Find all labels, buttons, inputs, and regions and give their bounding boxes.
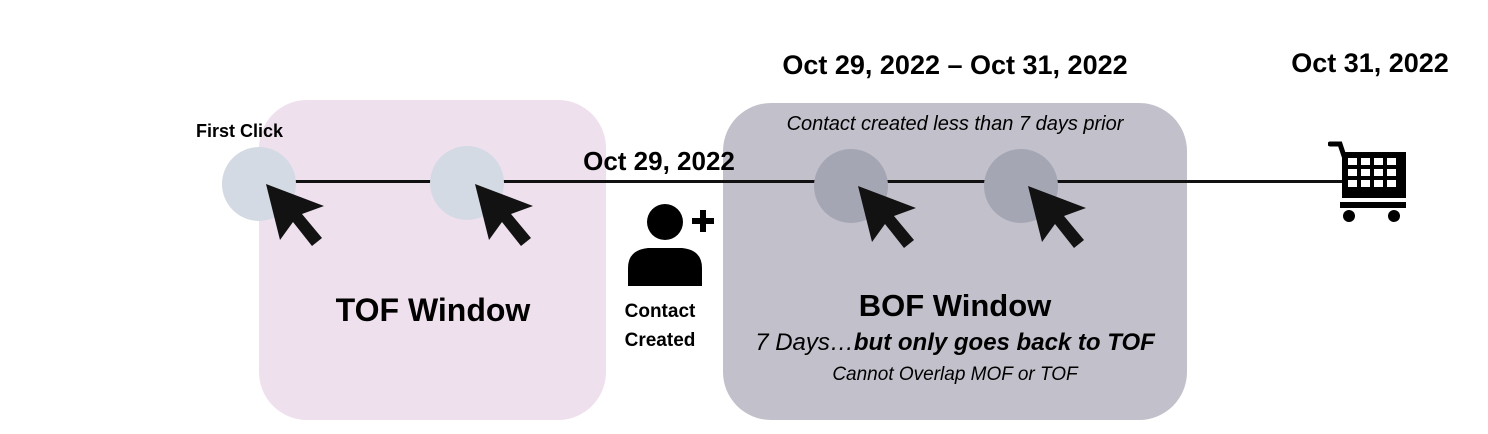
purchase-date: Oct 31, 2022 (1291, 48, 1449, 78)
add-user-icon (628, 204, 714, 286)
bof-window (723, 103, 1187, 420)
contact-created-label: Contact Created (610, 297, 710, 355)
cursor-icon (858, 186, 916, 248)
cursor-icon (1028, 186, 1086, 248)
contact-label-line1: Contact (624, 301, 696, 322)
bof-window-caption: Cannot Overlap MOF or TOF (832, 364, 1078, 385)
tof-window-label: TOF Window (335, 292, 531, 328)
bof-subtitle-bold: but only goes back to TOF (853, 329, 1155, 356)
contact-label-line2: Created (624, 330, 696, 351)
tof-window (259, 100, 606, 420)
cursor-icon (475, 184, 533, 246)
bof-note: Contact created less than 7 days prior (786, 113, 1124, 135)
shopping-cart-icon (1328, 141, 1406, 222)
bof-window-subtitle: 7 Days…but only goes back to TOF (730, 329, 1180, 357)
bof-date-range: Oct 29, 2022 – Oct 31, 2022 (782, 50, 1128, 80)
cursor-icon (266, 184, 324, 246)
bof-window-title: BOF Window (858, 288, 1052, 323)
first-click-label: First Click (196, 121, 284, 141)
contact-created-date: Oct 29, 2022 (583, 146, 735, 176)
bof-subtitle-plain: 7 Days… (755, 329, 854, 356)
